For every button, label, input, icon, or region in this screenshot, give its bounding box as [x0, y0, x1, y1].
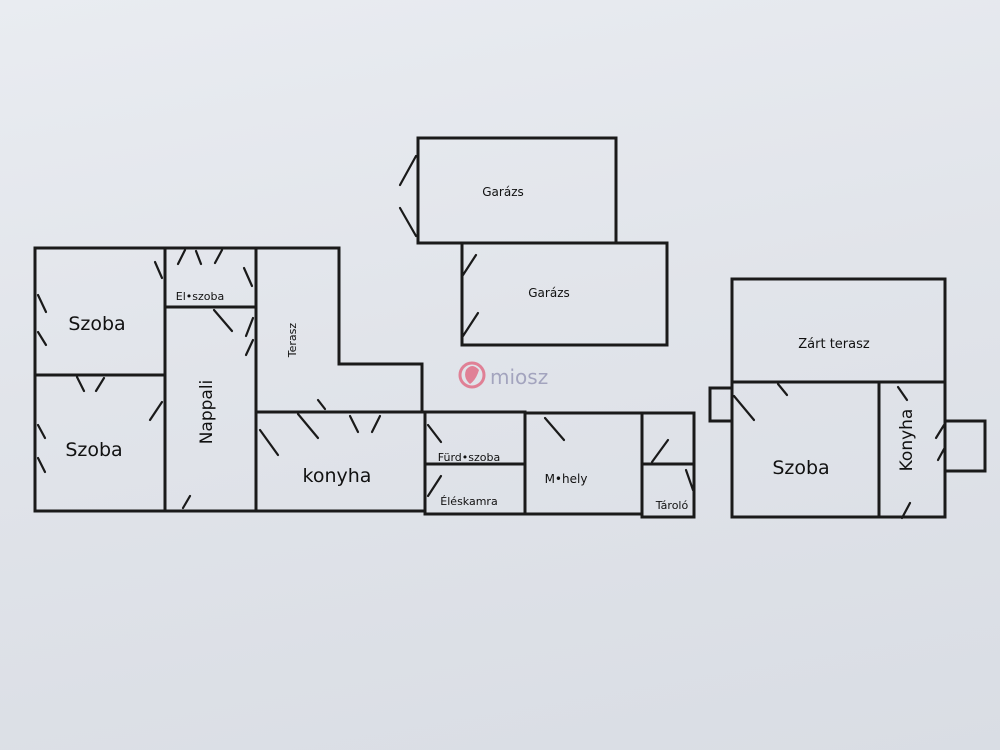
label-zart-terasz: Zárt terasz [798, 337, 870, 352]
label-furdoszoba: Fürd•szoba [438, 451, 500, 464]
wall-szoba-top [33, 246, 167, 377]
label-eloszoba: El•szoba [176, 290, 224, 303]
door-marks [36, 154, 946, 520]
wall-muhely [523, 411, 644, 516]
watermark-text: miosz [490, 365, 548, 389]
wall-terasz [254, 246, 424, 414]
label-eleskamra: Éléskamra [440, 495, 497, 508]
watermark: miosz [458, 361, 548, 389]
label-nappali: Nappali [197, 380, 217, 445]
wall-tarolo-top [640, 411, 696, 466]
label-szoba-bottom: Szoba [65, 439, 122, 461]
wall-garazs-bottom [460, 241, 669, 347]
wall-zart-terasz [730, 277, 947, 384]
wall-tarolo [640, 462, 696, 519]
wall-chimney-right [943, 419, 987, 473]
label-szoba-top: Szoba [68, 313, 125, 335]
label-szoba-annex: Szoba [772, 457, 829, 479]
wall-szoba-annex [730, 380, 881, 519]
garage-walls [416, 136, 669, 347]
miosz-logo-icon [458, 361, 486, 389]
label-konyha: konyha [303, 465, 372, 487]
label-tarolo: Tároló [655, 499, 689, 512]
label-terasz: Terasz [286, 323, 299, 359]
label-garazs-bottom: Garázs [528, 286, 570, 300]
annex-walls [708, 277, 987, 519]
label-garazs-top: Garázs [482, 185, 524, 199]
main-house-walls [33, 246, 696, 519]
wall-konyha [254, 410, 427, 513]
label-muhely: M•hely [545, 472, 588, 486]
label-konyha-annex: Konyha [897, 409, 917, 472]
wall-chimney-left [708, 386, 734, 423]
